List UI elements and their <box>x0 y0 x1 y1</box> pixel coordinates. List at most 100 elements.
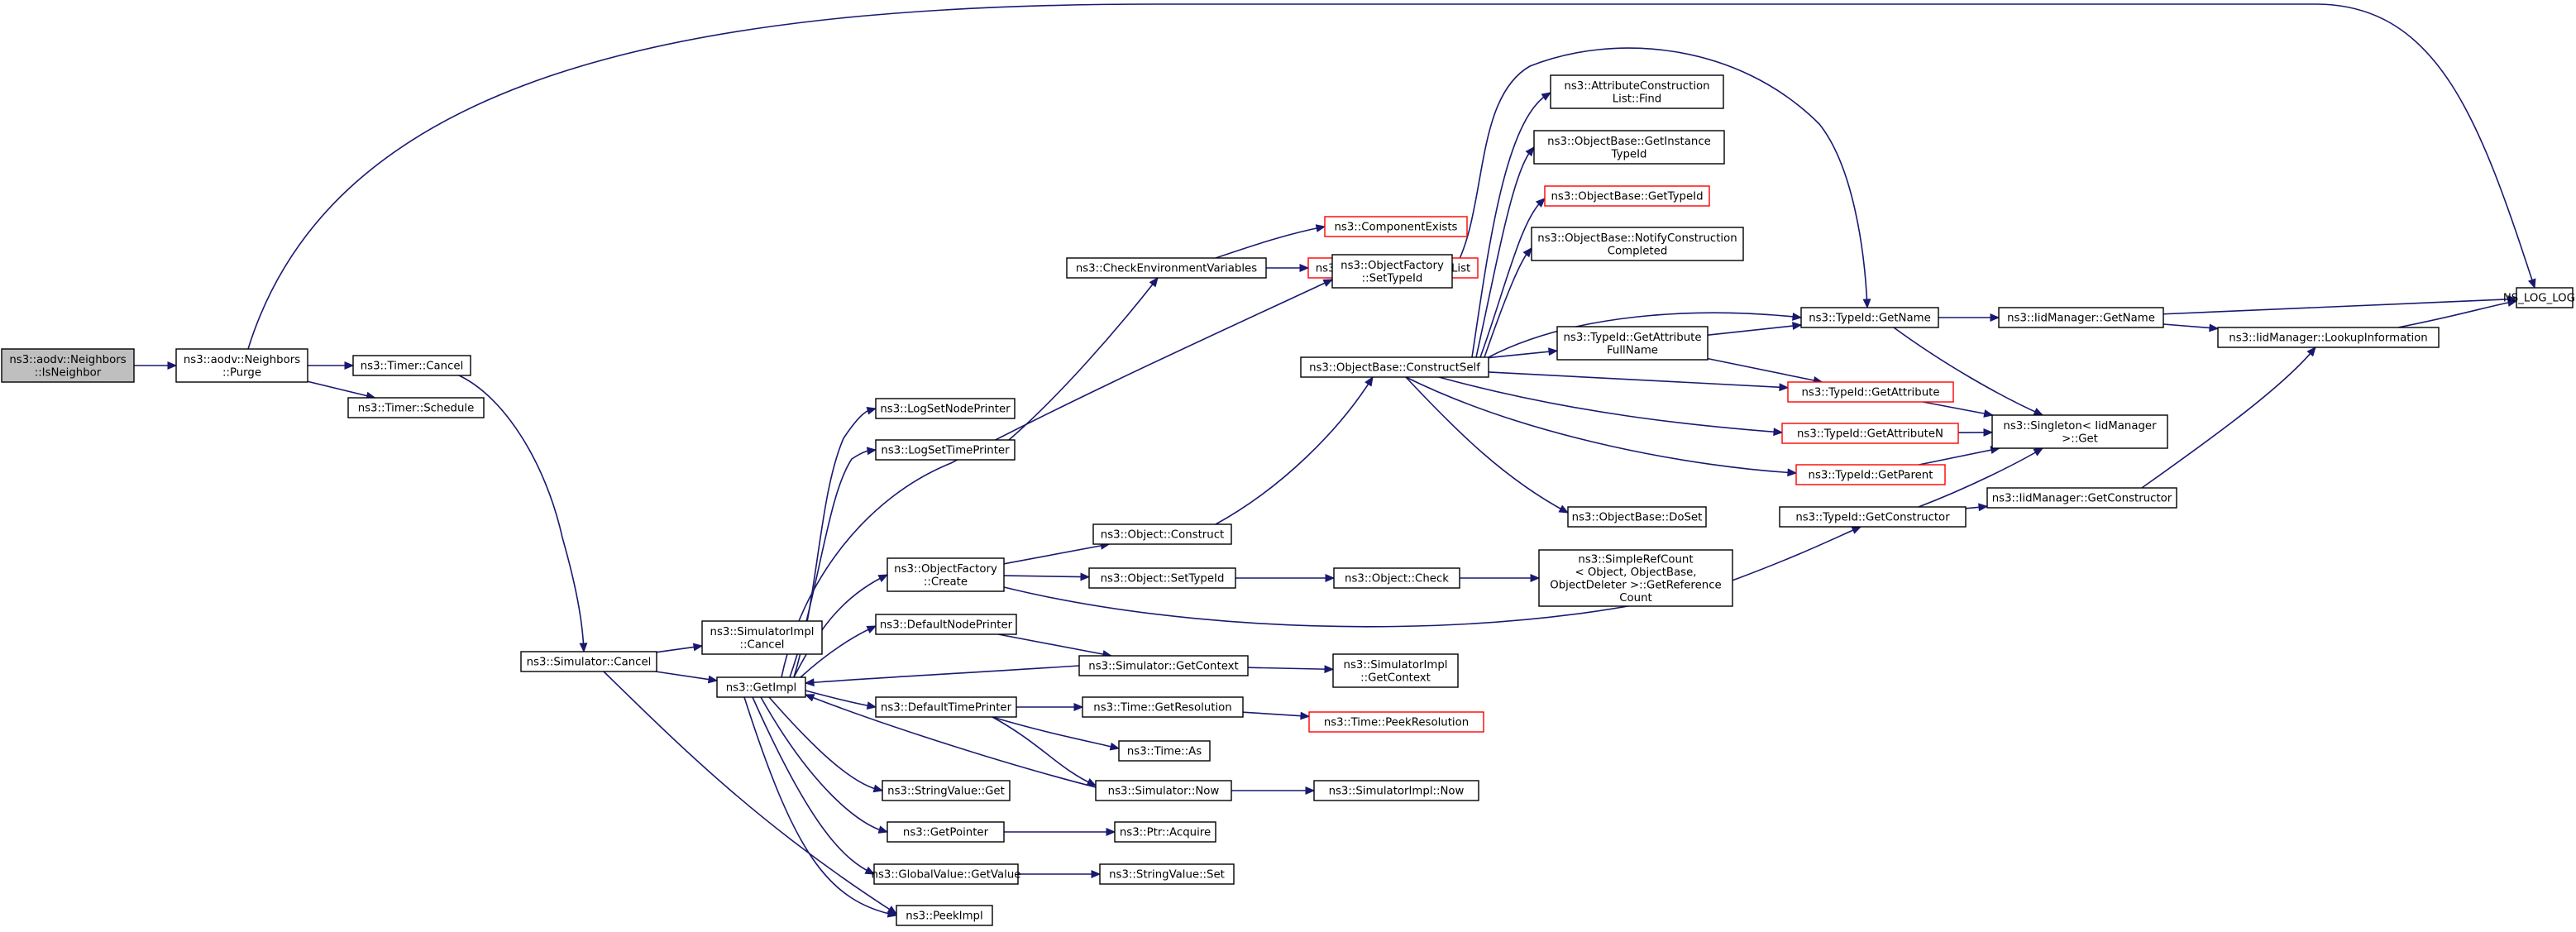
node-label: ns3::DefaultTimePrinter <box>881 702 1012 715</box>
node-timer_cancel[interactable]: ns3::Timer::Cancel <box>352 355 471 376</box>
arrowhead <box>1322 279 1334 287</box>
node-time_peekres[interactable]: ns3::Time::PeekResolution <box>1308 711 1484 733</box>
node-ptr_acquire[interactable]: ns3::Ptr::Acquire <box>1114 821 1216 843</box>
node-defnode[interactable]: ns3::DefaultNodePrinter <box>875 614 1017 635</box>
edge-line <box>1919 447 2000 466</box>
edge-deftime-to-time_getres <box>1016 703 1084 711</box>
node-singleton_get[interactable]: ns3::Singleton< IidManager >::Get <box>1991 414 2168 449</box>
node-box <box>873 863 1019 885</box>
node-obj_check[interactable]: ns3::Object::Check <box>1333 567 1460 589</box>
node-getptr[interactable]: ns3::GetPointer <box>887 821 1005 843</box>
node-tid_getattr[interactable]: ns3::TypeId::GetAttribute <box>1787 381 1954 403</box>
node-ob_gettypeid[interactable]: ns3::ObjectBase::GetTypeId <box>1544 185 1710 207</box>
edge-defnode-to-sim_getcontext <box>997 633 1113 658</box>
node-time_getres[interactable]: ns3::Time::GetResolution <box>1082 696 1244 718</box>
node-tid_getctor[interactable]: ns3::TypeId::GetConstructor <box>1779 506 1967 528</box>
node-sim_now[interactable]: ns3::Simulator::Now <box>1095 780 1232 801</box>
node-sim_cancel[interactable]: ns3::Simulator::Cancel <box>520 651 657 672</box>
node-obj_settypeid[interactable]: ns3::Object::SetTypeId <box>1088 567 1236 589</box>
node-sim_getcontext[interactable]: ns3::Simulator::GetContext <box>1078 655 1249 676</box>
node-label: ns3::Time::As <box>1127 746 1202 758</box>
edge-tid_getparent-to-singleton_get <box>1919 446 2000 466</box>
arrowhead <box>344 361 355 370</box>
node-tid_getparent[interactable]: ns3::TypeId::GetParent <box>1795 464 1946 485</box>
node-of_create[interactable]: ns3::ObjectFactory::Create <box>887 557 1005 592</box>
edge-line <box>1918 447 2043 508</box>
node-gvget[interactable]: ns3::GlobalValue::GetValue <box>872 863 1021 885</box>
node-label: ns3::ObjectBase::GetInstance <box>1547 136 1711 148</box>
node-box <box>520 651 657 672</box>
node-box <box>1533 130 1725 165</box>
edge-getptr-to-ptr_acquire <box>1004 828 1116 836</box>
arrowhead <box>1773 428 1784 437</box>
node-srcount[interactable]: ns3::SimpleRefCount< Object, ObjectBase,… <box>1538 549 1733 607</box>
node-compexists[interactable]: ns3::ComponentExists <box>1324 216 1468 237</box>
node-simimpl_cancel[interactable]: ns3::SimulatorImpl::Cancel <box>701 620 823 655</box>
node-label: ::IsNeighbor <box>35 366 102 379</box>
node-obj_construct[interactable]: ns3::Object::Construct <box>1092 523 1232 545</box>
node-label: >::Get <box>2062 433 2098 445</box>
node-deftime[interactable]: ns3::DefaultTimePrinter <box>875 696 1017 718</box>
node-construct_self[interactable]: ns3::ObjectBase::ConstructSelf <box>1300 356 1489 378</box>
arrowhead <box>866 625 877 633</box>
node-getimpl[interactable]: ns3::GetImpl <box>716 676 806 698</box>
edges-layer <box>134 3 2536 918</box>
node-label: FullName <box>1607 344 1658 356</box>
node-timer_schedule[interactable]: ns3::Timer::Schedule <box>347 397 485 418</box>
edge-line <box>1451 47 1868 308</box>
node-simimpl_now[interactable]: ns3::SimulatorImpl::Now <box>1313 780 1479 801</box>
node-ob_notify[interactable]: ns3::ObjectBase::NotifyConstructionCompl… <box>1531 227 1744 261</box>
node-tid_getname[interactable]: ns3::TypeId::GetName <box>1800 307 1939 328</box>
edge-getimpl-to-of_create <box>793 574 889 678</box>
edge-line <box>458 375 585 652</box>
edge-line <box>1242 711 1310 718</box>
node-label: ::SetTypeId <box>1362 272 1423 284</box>
edge-line <box>1488 312 1802 358</box>
edge-iid_getctor-to-iid_lookup <box>2141 347 2316 489</box>
node-box <box>1531 227 1744 261</box>
node-label: ns3::StringValue::Get <box>887 786 1005 798</box>
node-logtime[interactable]: ns3::LogSetTimePrinter <box>875 439 1016 461</box>
edge-line <box>1003 575 1090 578</box>
node-nslog[interactable]: NS_LOG_LOGIC <box>2503 287 2576 308</box>
node-iid_lookup[interactable]: ns3::IidManager::LookupInformation <box>2217 327 2440 348</box>
node-time_as[interactable]: ns3::Time::As <box>1118 740 1211 762</box>
edge-isneighbor-to-purge <box>134 361 178 370</box>
edge-line <box>1003 543 1110 565</box>
node-label: ns3::TypeId::GetParent <box>1809 470 1933 482</box>
node-label: ns3::GetPointer <box>903 827 989 839</box>
node-label: ns3::ObjectBase::GetTypeId <box>1551 191 1703 203</box>
node-purge[interactable]: ns3::aodv::Neighbors::Purge <box>175 348 308 383</box>
arrowhead <box>579 643 588 653</box>
node-strset[interactable]: ns3::StringValue::Set <box>1099 863 1235 885</box>
edge-of_create-to-obj_construct <box>1003 542 1111 565</box>
node-box <box>1324 216 1468 237</box>
node-simimpl_getcontext[interactable]: ns3::SimulatorImpl::GetContext <box>1332 653 1459 688</box>
arrowhead <box>1305 786 1316 795</box>
node-tid_getattrn[interactable]: ns3::TypeId::GetAttributeN <box>1781 423 1959 444</box>
edge-line <box>1471 92 1551 358</box>
node-peekimpl[interactable]: ns3::PeekImpl <box>896 905 993 926</box>
node-isneighbor[interactable]: ns3::aodv::Neighbors::IsNeighbor <box>1 348 135 383</box>
node-lognode[interactable]: ns3::LogSetNodePrinter <box>875 398 1016 419</box>
node-label: ObjectDeleter >::GetReference <box>1550 579 1721 591</box>
node-of_settypeid[interactable]: ns3::ObjectFactory::SetTypeId <box>1331 254 1453 289</box>
node-iid_getname[interactable]: ns3::IidManager::GetName <box>1998 307 2164 328</box>
node-ob_doset[interactable]: ns3::ObjectBase::DoSet <box>1567 506 1707 528</box>
node-checkenv[interactable]: ns3::CheckEnvironmentVariables <box>1066 257 1267 279</box>
node-box <box>1550 74 1724 109</box>
edge-getimpl-to-defnode <box>800 625 877 678</box>
node-label: ns3::ObjectBase::NotifyConstruction <box>1537 232 1737 245</box>
edge-line <box>1003 526 1862 628</box>
edge-line <box>1405 376 1797 474</box>
arrowhead <box>1091 870 1102 878</box>
arrowhead <box>2306 347 2316 357</box>
node-iid_getctor[interactable]: ns3::IidManager::GetConstructor <box>1986 487 2177 509</box>
node-strget[interactable]: ns3::StringValue::Get <box>882 780 1011 801</box>
node-box <box>352 355 471 376</box>
node-box <box>1331 254 1453 289</box>
edge-construct_self-to-ob_doset <box>1405 376 1570 514</box>
